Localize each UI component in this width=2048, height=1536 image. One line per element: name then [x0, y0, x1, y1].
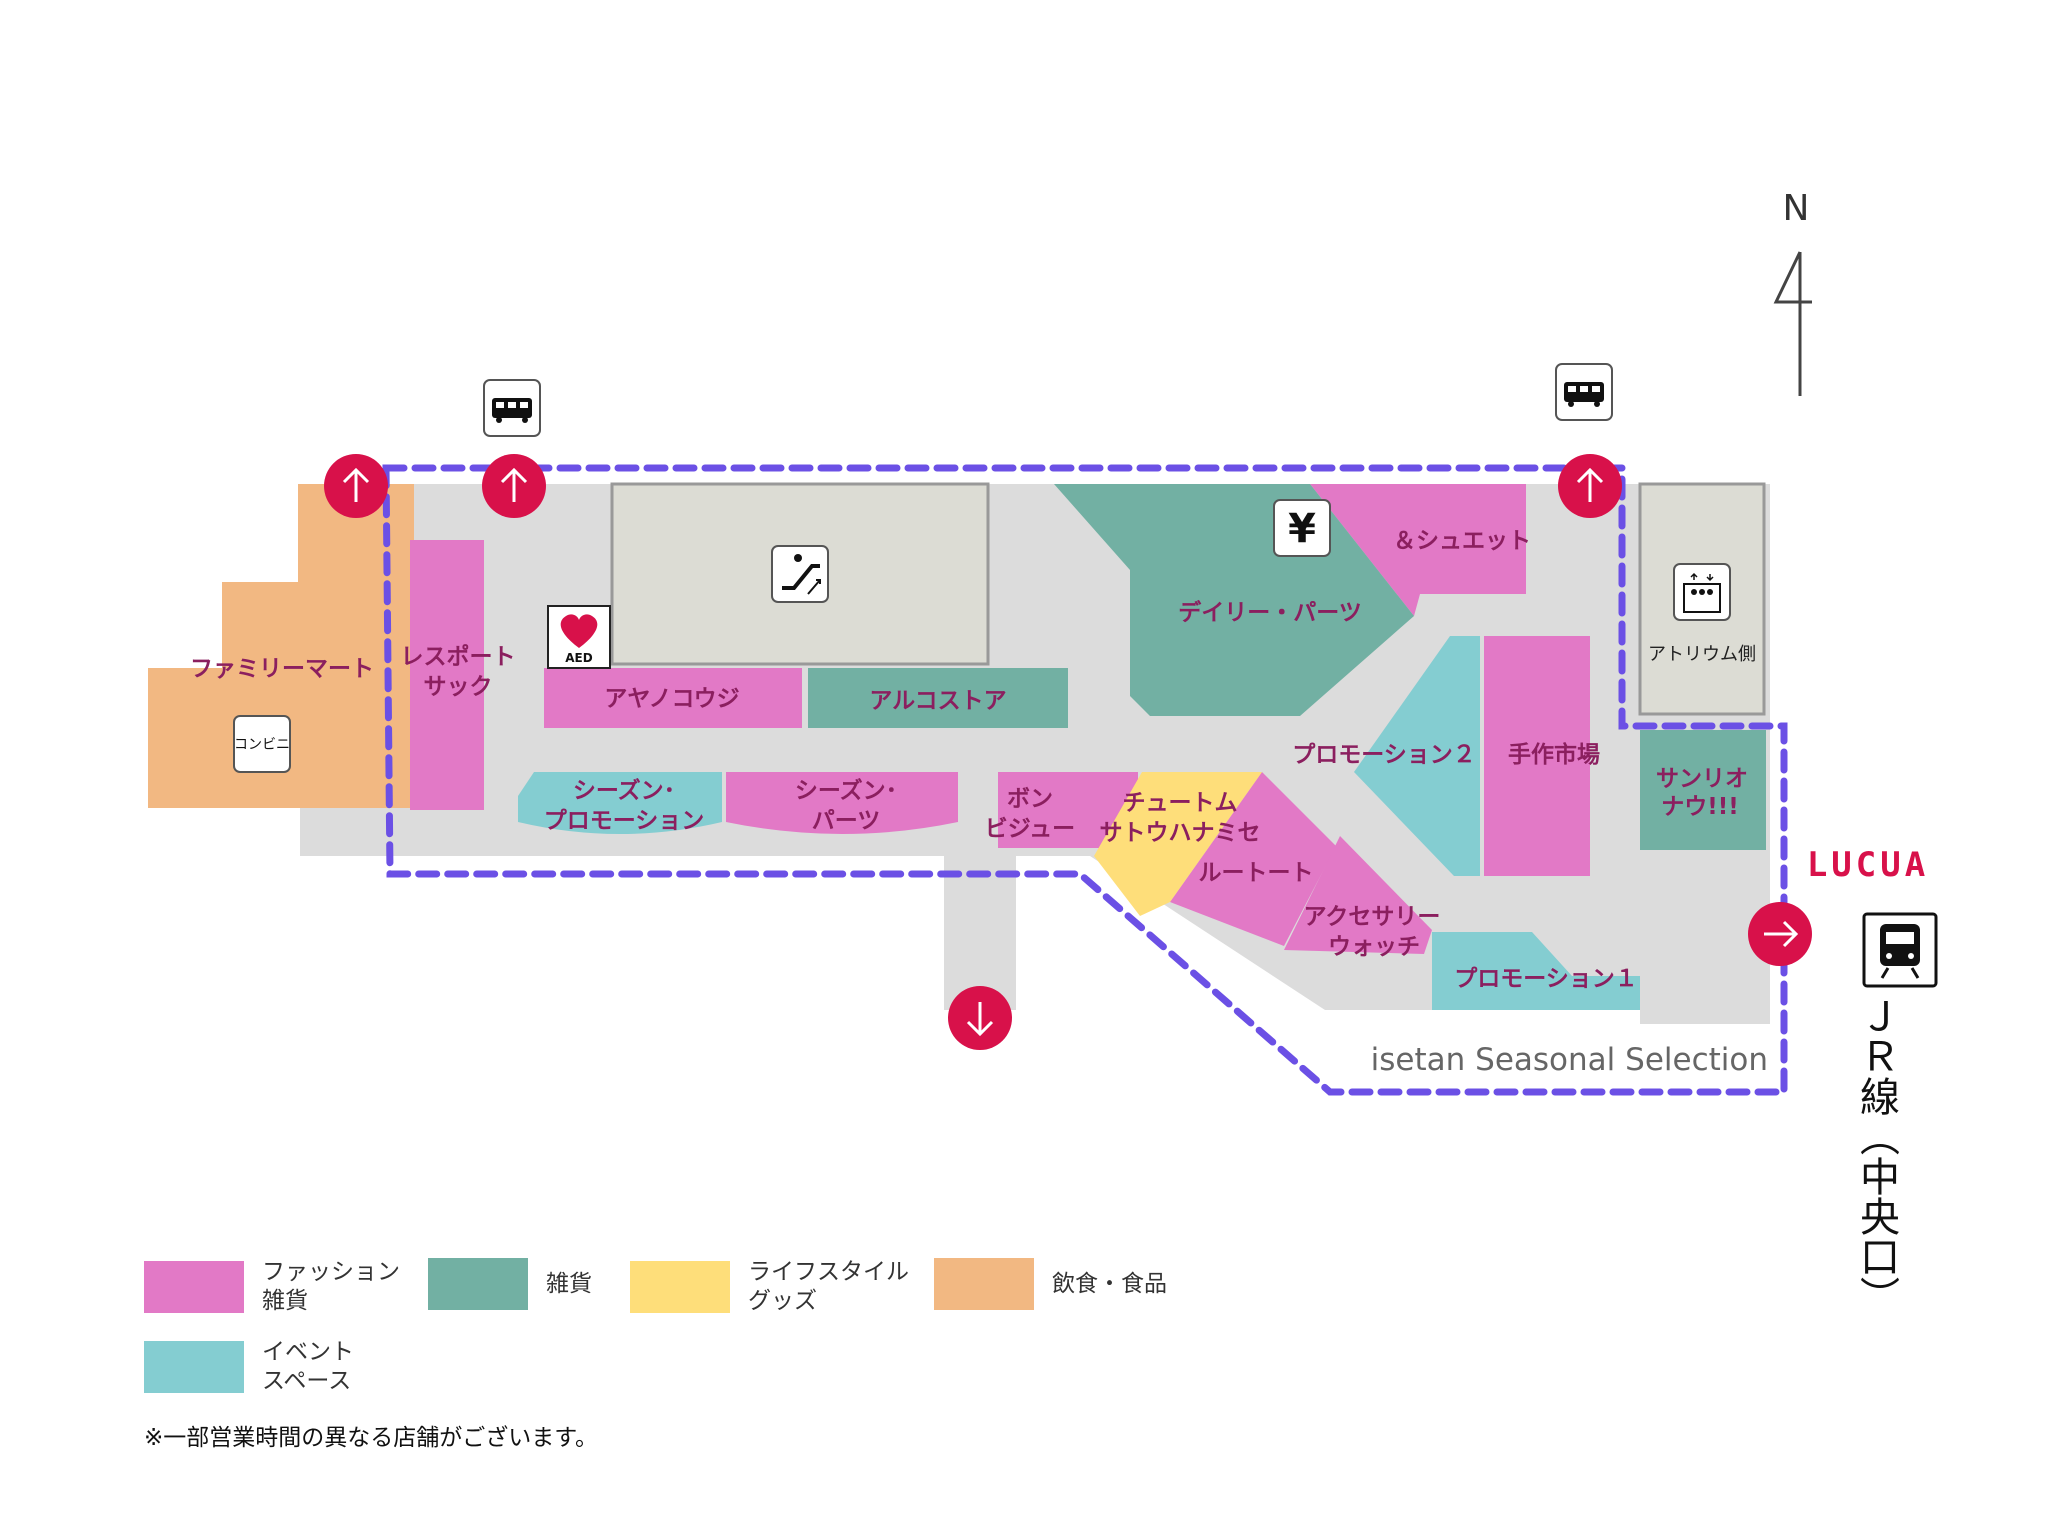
promotion2-space[interactable]: [1354, 636, 1480, 876]
rootote-store[interactable]: [1170, 772, 1336, 946]
label-lesportsac-1: レスポート: [401, 643, 516, 670]
svg-text:N: N: [1783, 188, 1810, 229]
jr-line-label: ＪＲ線（中央口）: [1853, 996, 1899, 1316]
label-family-mart: ファミリーマート: [190, 656, 374, 682]
store-labels: ファミリーマート レスポート サック アヤノコウジ アルコストア シーズン･ プ…: [190, 528, 1756, 992]
elevator-icon: [1673, 563, 1731, 621]
label-arukostore: アルコストア: [869, 688, 1006, 714]
chutomu-store[interactable]: [1094, 772, 1262, 916]
isetan-seasonal-selection: isetan Seasonal Selection: [1371, 1042, 1768, 1078]
exit-up-icon[interactable]: [324, 454, 388, 518]
bus-stop-icon: [1555, 363, 1613, 421]
escalator-icon: [771, 545, 829, 603]
label-bon-bijou-2: ビジュー: [985, 816, 1075, 842]
north-compass: N: [1773, 188, 1812, 396]
legend-label: ファッション 雑貨: [262, 1259, 400, 1314]
family-mart-area[interactable]: [148, 484, 414, 808]
svg-text:AED: AED: [565, 651, 592, 665]
map-legend: ファッション 雑貨 雑貨 ライフスタイル グッズ 飲食・食品 イベント スペース: [144, 1240, 1244, 1440]
label-ayanokoji: アヤノコウジ: [604, 686, 739, 712]
label-sanrio-2: ナウ!!!: [1661, 794, 1738, 820]
legend-swatch: [428, 1258, 528, 1310]
legend-swatch: [144, 1341, 244, 1393]
sanrio-now-store[interactable]: [1640, 730, 1766, 850]
label-daily-parts: デイリー・パーツ: [1178, 599, 1362, 626]
label-promotion2: プロモーション２: [1292, 742, 1476, 768]
legend-swatch: [934, 1258, 1034, 1310]
legend-event: イベント スペース: [144, 1338, 354, 1396]
label-sanrio-1: サンリオ: [1656, 766, 1748, 792]
label-accessory-watch-1: アクセサリー: [1304, 904, 1441, 930]
legend-food: 飲食・食品: [934, 1258, 1167, 1310]
legend-label: イベント スペース: [262, 1339, 354, 1394]
svg-text:コンビニ: コンビニ: [234, 737, 290, 753]
hours-note: ※一部営業時間の異なる店舗がございます。: [144, 1425, 598, 1451]
legend-swatch: [144, 1261, 244, 1313]
label-chutomu-1: チュートム: [1123, 790, 1238, 816]
legend-label: 飲食・食品: [1052, 1270, 1167, 1297]
exit-down-icon[interactable]: [948, 986, 1012, 1050]
lesportsac-store[interactable]: [410, 540, 484, 810]
label-promotion1: プロモーション１: [1454, 966, 1638, 992]
label-season-parts-1: シーズン･: [795, 777, 897, 804]
legend-fashion: ファッション 雑貨: [144, 1258, 400, 1316]
label-season-promotion-1: シーズン･: [573, 777, 675, 804]
season-promotion-space[interactable]: [518, 772, 722, 834]
exit-markers: [324, 454, 1812, 1050]
season-parts-store[interactable]: [726, 772, 958, 834]
accessory-watch-store[interactable]: [1284, 836, 1432, 954]
label-chutomu-2: サトウハナミセ: [1100, 820, 1261, 846]
convenience-sign: コンビニ: [233, 715, 291, 773]
legend-swatch: [630, 1261, 730, 1313]
isetan-boundary: [382, 464, 1788, 1096]
svg-text:¥: ¥: [1288, 506, 1316, 552]
promotion1-space[interactable]: [1432, 932, 1640, 1010]
legend-label: ライフスタイル グッズ: [748, 1259, 909, 1314]
train-icon: [1862, 912, 1938, 988]
legend-lifestyle: ライフスタイル グッズ: [630, 1258, 909, 1316]
label-season-parts-2: パーツ: [812, 808, 881, 834]
chouette-store[interactable]: [1310, 484, 1526, 616]
legend-label: 雑貨: [546, 1270, 592, 1297]
arukostore-store[interactable]: [808, 668, 1068, 728]
aed-icon: AED: [547, 605, 611, 669]
label-tezukuri: 手作市場: [1508, 741, 1600, 768]
label-lesportsac-2: サック: [424, 674, 493, 700]
exit-up-icon[interactable]: [482, 454, 546, 518]
exit-up-icon[interactable]: [1558, 454, 1622, 518]
label-bon-bijou-1: ボン: [1007, 786, 1053, 812]
label-accessory-watch-2: ウォッチ: [1328, 934, 1420, 960]
label-atrium: アトリウム側: [1648, 644, 1756, 665]
label-chouette: ＆シュエット: [1393, 528, 1531, 554]
lucua-logo: LUCUA: [1807, 845, 1929, 885]
label-rootote: ルートート: [1199, 860, 1314, 886]
label-season-promotion-2: プロモーション: [544, 808, 705, 834]
ayanokoji-store[interactable]: [544, 668, 802, 728]
bus-stop-icon: [483, 379, 541, 437]
legend-goods: 雑貨: [428, 1258, 592, 1310]
atm-icon: ¥: [1273, 499, 1331, 557]
exit-right-icon[interactable]: [1748, 902, 1812, 966]
tezukuri-ichiba-store[interactable]: [1484, 636, 1590, 876]
